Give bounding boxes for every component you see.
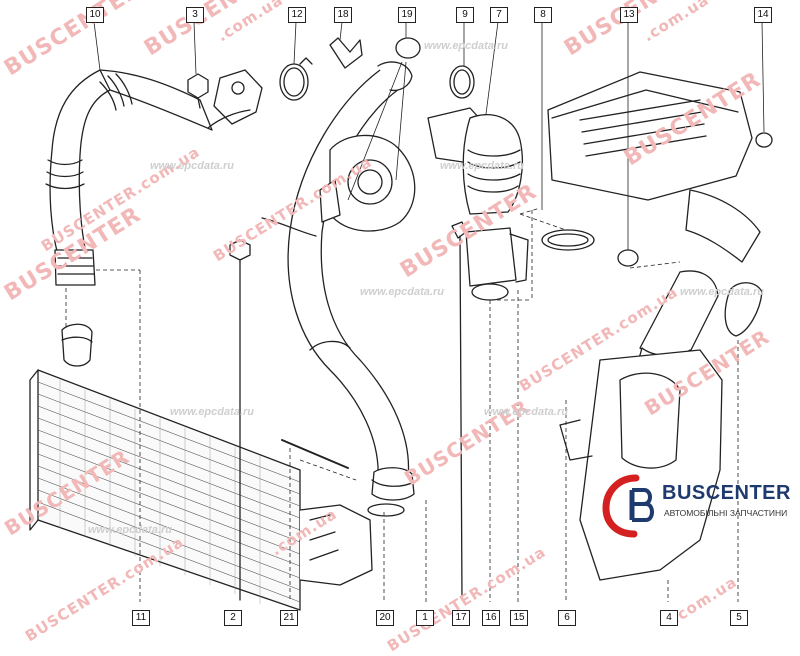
air-filter-box [547, 71, 761, 263]
clamp-9 [449, 65, 475, 99]
callout-6: 6 [558, 610, 576, 626]
resonator-4 [559, 349, 723, 581]
gasket-5 [724, 282, 763, 337]
logo-title: BUSCENTER [662, 482, 791, 504]
part-3-fitting [187, 69, 263, 129]
callout-12: 12 [288, 7, 306, 23]
callout-1: 1 [416, 610, 434, 626]
ring-20 [367, 503, 405, 517]
clamp-15 [541, 229, 595, 251]
logo-emblem-icon [602, 474, 654, 538]
callout-11: 11 [132, 610, 150, 626]
seal-19 [395, 37, 421, 59]
callout-5: 5 [730, 610, 748, 626]
callout-17: 17 [452, 610, 470, 626]
callout-8: 8 [534, 7, 552, 23]
intake-duct-7 [427, 107, 523, 215]
callout-21: 21 [280, 610, 298, 626]
gasket-21 [281, 439, 349, 469]
hose-10 [45, 69, 213, 286]
clip-14 [755, 132, 773, 148]
callout-10: 10 [86, 7, 104, 23]
callout-16: 16 [482, 610, 500, 626]
screw-17 [451, 221, 467, 601]
clamp-12 [279, 57, 313, 101]
callout-13: 13 [620, 7, 638, 23]
buscenter-logo: BUSCENTER АВТОМОБІЛЬНІ ЗАПЧАСТИНИ [602, 470, 798, 550]
callout-20: 20 [376, 610, 394, 626]
callout-15: 15 [510, 610, 528, 626]
callout-7: 7 [490, 7, 508, 23]
callout-2: 2 [224, 610, 242, 626]
intercooler [29, 323, 373, 611]
clip-18 [329, 37, 363, 69]
hose-1 [287, 61, 415, 501]
turbocharger [261, 134, 416, 237]
callout-14: 14 [754, 7, 772, 23]
callout-19: 19 [398, 7, 416, 23]
logo-subtitle: АВТОМОБІЛЬНІ ЗАПЧАСТИНИ [664, 508, 788, 518]
callout-4: 4 [660, 610, 678, 626]
grommet-13 [617, 249, 639, 267]
callout-9: 9 [456, 7, 474, 23]
screw-2 [229, 239, 251, 601]
callout-18: 18 [334, 7, 352, 23]
flow-meter-16 [465, 227, 529, 301]
callout-3: 3 [186, 7, 204, 23]
